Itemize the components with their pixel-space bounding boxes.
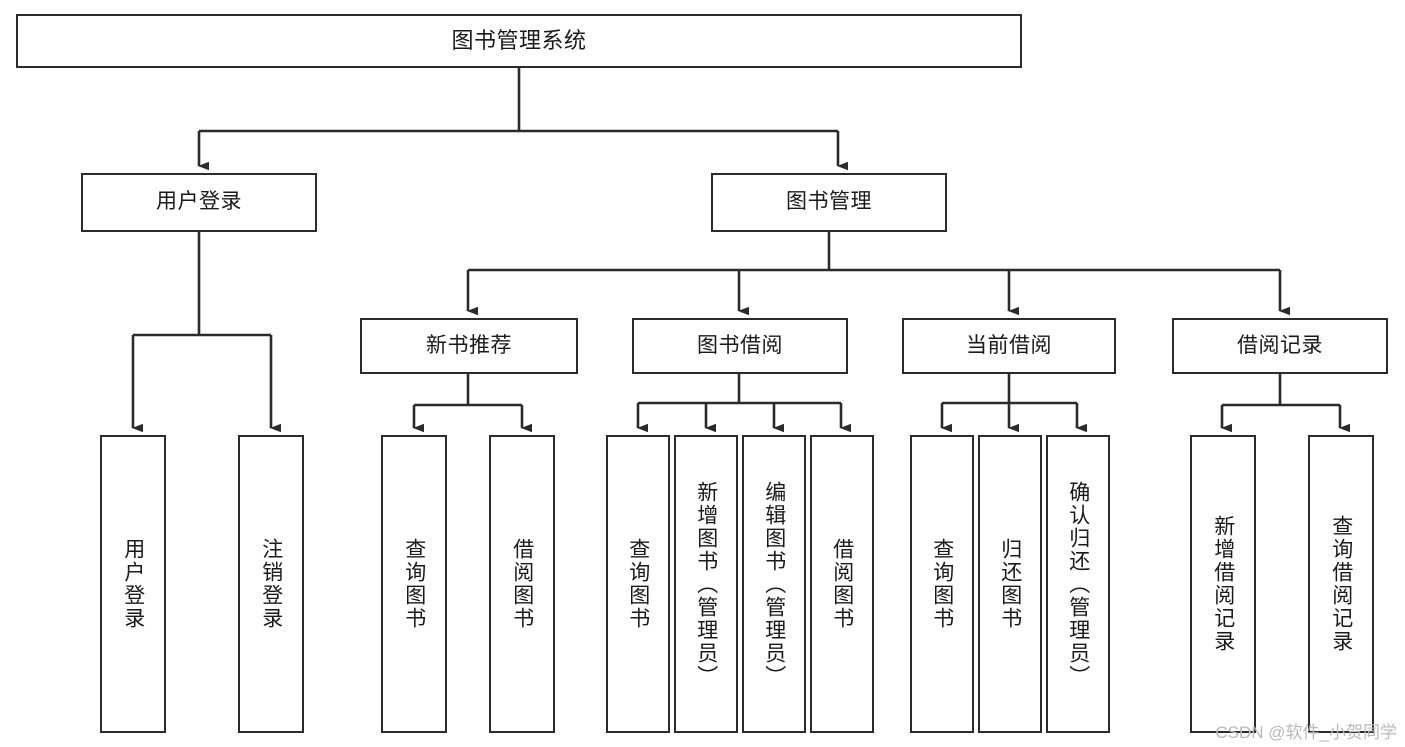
node-book-borrow[interactable]: 图书借阅: [632, 318, 848, 374]
leaf-return-book[interactable]: 归还图书: [978, 435, 1042, 733]
leaf-logout-login[interactable]: 注销登录: [238, 435, 304, 733]
leaf-query-book-1[interactable]: 查询图书: [381, 435, 447, 733]
leaf-query-book-3-label: 查询图书: [930, 538, 954, 630]
leaf-borrow-book-2-label: 借阅图书: [830, 538, 854, 630]
leaf-borrow-book-1-label: 借阅图书: [510, 538, 534, 630]
leaf-borrow-book-1[interactable]: 借阅图书: [489, 435, 555, 733]
node-book-borrow-label: 图书借阅: [697, 333, 783, 357]
leaf-add-record[interactable]: 新增借阅记录: [1190, 435, 1256, 733]
leaf-edit-book[interactable]: 编辑图书（管理员）: [742, 435, 806, 733]
node-book-management-label: 图书管理: [786, 190, 872, 214]
node-current-borrow-label: 当前借阅: [966, 333, 1052, 357]
leaf-edit-book-label: 编辑图书（管理员）: [762, 480, 786, 688]
node-new-book-recommend-label: 新书推荐: [426, 333, 512, 357]
watermark: CSDN @软件_小贺同学: [1215, 723, 1397, 742]
node-new-book-recommend[interactable]: 新书推荐: [360, 318, 578, 374]
node-user-login[interactable]: 用户登录: [81, 173, 317, 232]
node-current-borrow[interactable]: 当前借阅: [902, 318, 1116, 374]
leaf-return-book-label: 归还图书: [998, 538, 1022, 630]
node-book-management[interactable]: 图书管理: [711, 173, 947, 232]
leaf-query-book-1-label: 查询图书: [402, 538, 426, 630]
leaf-borrow-book-2[interactable]: 借阅图书: [810, 435, 874, 733]
leaf-confirm-return[interactable]: 确认归还（管理员）: [1046, 435, 1110, 733]
node-borrow-record-label: 借阅记录: [1237, 333, 1323, 357]
leaf-add-book[interactable]: 新增图书（管理员）: [674, 435, 738, 733]
leaf-confirm-return-label: 确认归还（管理员）: [1066, 480, 1090, 688]
node-root-label: 图书管理系统: [451, 28, 587, 54]
node-user-login-label: 用户登录: [156, 190, 242, 214]
leaf-user-login-label: 用户登录: [121, 538, 145, 630]
node-root[interactable]: 图书管理系统: [16, 14, 1022, 68]
leaf-query-book-2[interactable]: 查询图书: [606, 435, 670, 733]
leaf-query-book-3[interactable]: 查询图书: [910, 435, 974, 733]
node-borrow-record[interactable]: 借阅记录: [1172, 318, 1388, 374]
leaf-add-book-label: 新增图书（管理员）: [694, 480, 718, 688]
leaf-query-book-2-label: 查询图书: [626, 538, 650, 630]
leaf-query-record-label: 查询借阅记录: [1329, 515, 1353, 653]
leaf-user-login[interactable]: 用户登录: [100, 435, 166, 733]
leaf-add-record-label: 新增借阅记录: [1211, 515, 1235, 653]
leaf-logout-login-label: 注销登录: [259, 538, 283, 630]
leaf-query-record[interactable]: 查询借阅记录: [1308, 435, 1374, 733]
